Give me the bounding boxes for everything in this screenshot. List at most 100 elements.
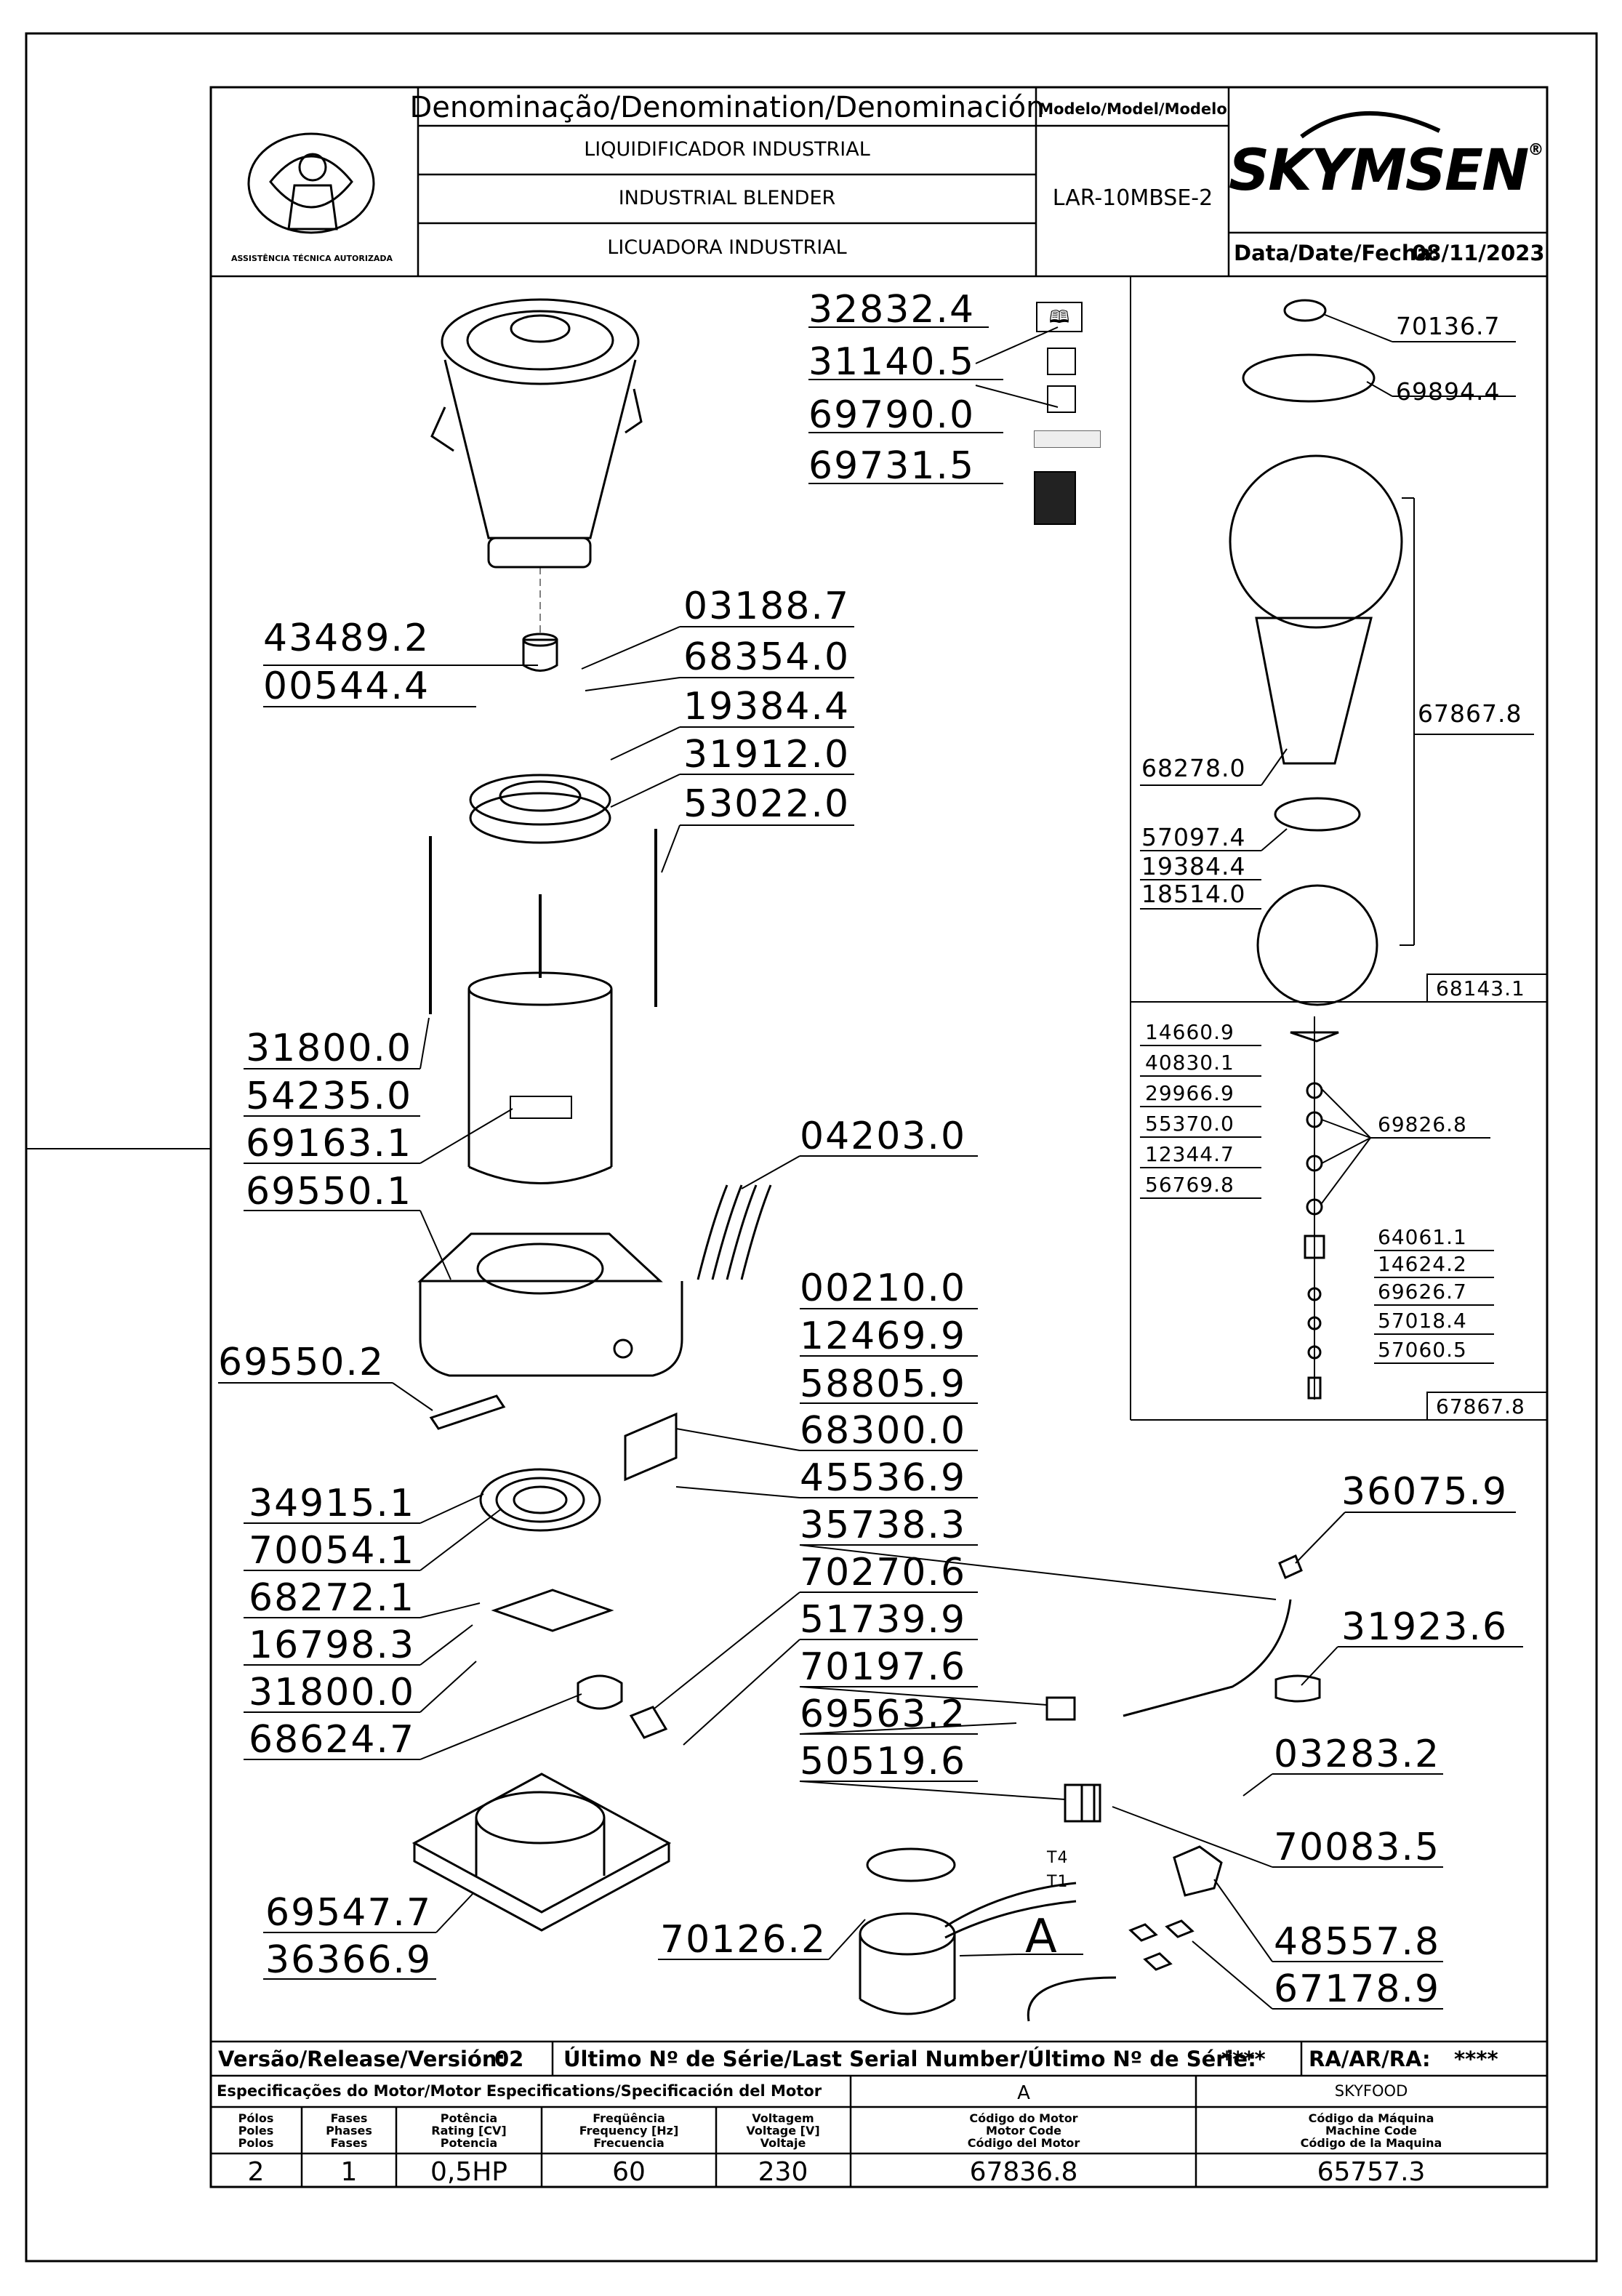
col-motor-code-label: Código do Motor Motor Code Código del Mo… bbox=[967, 2111, 1080, 2150]
booklet-icon bbox=[1034, 471, 1076, 525]
motor-spec-label: Especificações do Motor/Motor Especifica… bbox=[217, 2082, 822, 2100]
callout-53022-0: 53022.0 bbox=[683, 782, 851, 826]
wire-label-t4: T4 bbox=[1047, 1849, 1069, 1867]
brand-logo: SKYMSEN® bbox=[1229, 143, 1543, 200]
callout-letter-a: A bbox=[1025, 1910, 1059, 1964]
release-value: 02 bbox=[494, 2047, 524, 2071]
callout-70054-1: 70054.1 bbox=[249, 1529, 416, 1573]
callout-70126-2: 70126.2 bbox=[660, 1918, 827, 1962]
callout-03188-7: 03188.7 bbox=[683, 585, 851, 628]
date-value: 08/11/2023 bbox=[1412, 241, 1545, 265]
callout-31800-0-a: 31800.0 bbox=[246, 1027, 413, 1070]
denomination-heading: Denominação/Denomination/Denominación bbox=[409, 91, 1045, 124]
col-rating-label: Potência Rating [CV] Potencia bbox=[431, 2111, 507, 2150]
val-rating: 0,5HP bbox=[430, 2157, 508, 2187]
detail-callout-69894-4: 69894.4 bbox=[1396, 377, 1501, 406]
brand-swoosh bbox=[1300, 111, 1441, 139]
model-value: LAR-10MBSE-2 bbox=[1052, 185, 1213, 211]
leader-lines bbox=[218, 326, 1523, 2010]
detail-callout-18514-0: 18514.0 bbox=[1141, 880, 1246, 908]
detail-bottom-box-label: 67867.8 bbox=[1436, 1394, 1525, 1418]
val-voltage: 230 bbox=[758, 2157, 808, 2187]
val-machine-code: 65757.3 bbox=[1317, 2157, 1426, 2187]
sticker-icon bbox=[1034, 430, 1101, 448]
detail-callout-69626-7: 69626.7 bbox=[1378, 1280, 1467, 1304]
callout-43489-2: 43489.2 bbox=[263, 617, 430, 660]
part-jar-lid bbox=[430, 298, 643, 569]
callout-69550-2: 69550.2 bbox=[218, 1341, 385, 1384]
callout-31140-5: 31140.5 bbox=[808, 340, 976, 384]
part-electrical bbox=[1027, 1554, 1321, 2022]
detail-leader-lines bbox=[1140, 313, 1534, 1364]
product-name-es: LICUADORA INDUSTRIAL bbox=[607, 236, 847, 259]
val-frequency: 60 bbox=[612, 2157, 646, 2187]
logo-seal bbox=[247, 132, 375, 234]
callout-69550-1: 69550.1 bbox=[246, 1170, 413, 1213]
callout-54235-0: 54235.0 bbox=[246, 1075, 413, 1118]
callout-00210-0: 00210.0 bbox=[800, 1267, 967, 1310]
detail-callout-40830-1: 40830.1 bbox=[1145, 1051, 1234, 1075]
detail-callout-68278-0: 68278.0 bbox=[1141, 754, 1246, 782]
callout-68354-0: 68354.0 bbox=[683, 635, 851, 679]
detail-callout-70136-7: 70136.7 bbox=[1396, 312, 1501, 340]
serial-label: Último Nº de Série/Last Serial Number/Úl… bbox=[563, 2047, 1256, 2071]
date-label: Data/Date/Fecha: bbox=[1234, 241, 1440, 265]
col-phases-label: Fases Phases Fases bbox=[326, 2111, 372, 2150]
callout-16798-3: 16798.3 bbox=[249, 1623, 416, 1667]
detail-callout-19384-4: 19384.4 bbox=[1141, 852, 1246, 880]
detail-callout-64061-1: 64061.1 bbox=[1378, 1225, 1467, 1249]
val-poles: 2 bbox=[247, 2157, 265, 2187]
callout-70083-5: 70083.5 bbox=[1274, 1826, 1441, 1869]
callout-68300-0: 68300.0 bbox=[800, 1409, 967, 1453]
col-voltage-label: Voltagem Voltage [V] Voltaje bbox=[746, 2111, 820, 2150]
callout-34915-1: 34915.1 bbox=[249, 1482, 416, 1525]
part-fan bbox=[479, 1468, 601, 1532]
detail-callout-14624-2: 14624.2 bbox=[1378, 1252, 1467, 1276]
detail-callout-57060-5: 57060.5 bbox=[1378, 1338, 1467, 1362]
product-name-en: INDUSTRIAL BLENDER bbox=[618, 187, 836, 209]
callout-04203-0: 04203.0 bbox=[800, 1115, 967, 1158]
label-box-icon bbox=[1047, 348, 1076, 375]
detail-callout-57097-4: 57097.4 bbox=[1141, 823, 1246, 851]
detail-callout-69826-8: 69826.8 bbox=[1378, 1112, 1467, 1136]
detail-callout-67867-8: 67867.8 bbox=[1418, 699, 1522, 728]
callout-19384-4: 19384.4 bbox=[683, 685, 851, 728]
callout-03283-2: 03283.2 bbox=[1274, 1733, 1441, 1776]
callout-31923-6: 31923.6 bbox=[1341, 1605, 1509, 1649]
callout-31912-0: 31912.0 bbox=[683, 733, 851, 776]
detail-top-parts bbox=[1229, 299, 1403, 1006]
callout-67178-9: 67178.9 bbox=[1274, 1967, 1441, 2011]
detail-bottom-parts bbox=[1290, 1016, 1339, 1400]
part-brackets bbox=[429, 1394, 678, 1739]
callout-69563-2: 69563.2 bbox=[800, 1693, 967, 1736]
callout-36075-9: 36075.9 bbox=[1341, 1470, 1509, 1514]
detail-callout-57018-4: 57018.4 bbox=[1378, 1309, 1467, 1333]
callout-51739-9: 51739.9 bbox=[800, 1598, 967, 1642]
manual-icon: 🕮 bbox=[1036, 302, 1083, 332]
detail-frame bbox=[1130, 276, 1548, 1421]
callout-58805-9: 58805.9 bbox=[800, 1362, 967, 1406]
part-housing bbox=[417, 1232, 683, 1377]
detail-callout-29966-9: 29966.9 bbox=[1145, 1081, 1234, 1105]
callout-45536-9: 45536.9 bbox=[800, 1456, 967, 1500]
callout-68272-1: 68272.1 bbox=[249, 1576, 416, 1620]
logo-text: ASSISTÊNCIA TÉCNICA AUTORIZADA bbox=[231, 254, 393, 263]
sheet-border bbox=[209, 86, 1549, 2188]
brand-group-label: SKYFOOD bbox=[1334, 2082, 1408, 2100]
serial-value: **** bbox=[1221, 2047, 1266, 2071]
callout-12469-9: 12469.9 bbox=[800, 1314, 967, 1358]
detail-top-box-label: 68143.1 bbox=[1436, 976, 1525, 1000]
col-frequency-label: Freqüência Frequency [Hz] Frecuencia bbox=[579, 2111, 679, 2150]
callout-36366-9: 36366.9 bbox=[265, 1938, 433, 1982]
callout-00544-4: 00544.4 bbox=[263, 665, 430, 708]
callout-31800-0-b: 31800.0 bbox=[249, 1671, 416, 1714]
part-spring bbox=[696, 1184, 772, 1280]
ra-value: **** bbox=[1454, 2047, 1498, 2071]
part-motor bbox=[859, 1847, 1077, 2015]
part-base-plate bbox=[469, 774, 611, 844]
label-box-icon-2 bbox=[1047, 385, 1076, 413]
product-name-pt: LIQUIDIFICADOR INDUSTRIAL bbox=[584, 138, 870, 161]
detail-callout-12344-7: 12344.7 bbox=[1145, 1142, 1234, 1166]
callout-50519-6: 50519.6 bbox=[800, 1740, 967, 1783]
